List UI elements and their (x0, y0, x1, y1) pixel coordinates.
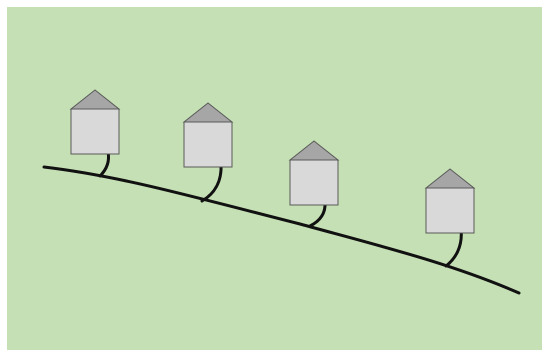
house-2 (182, 102, 234, 203)
house-4-roof (424, 168, 476, 189)
house-2-wall (183, 121, 233, 168)
house-3-wall (289, 159, 339, 206)
house-4-wall (425, 187, 475, 234)
house-2-connection (200, 162, 223, 203)
house-1-wall (70, 108, 120, 155)
house-3-roof (288, 140, 340, 161)
house-3 (288, 140, 340, 228)
house-4 (424, 168, 476, 268)
house-2-roof (182, 102, 234, 123)
house-1-roof (69, 89, 121, 110)
main-service-line (42, 165, 521, 295)
house-1 (69, 89, 121, 178)
